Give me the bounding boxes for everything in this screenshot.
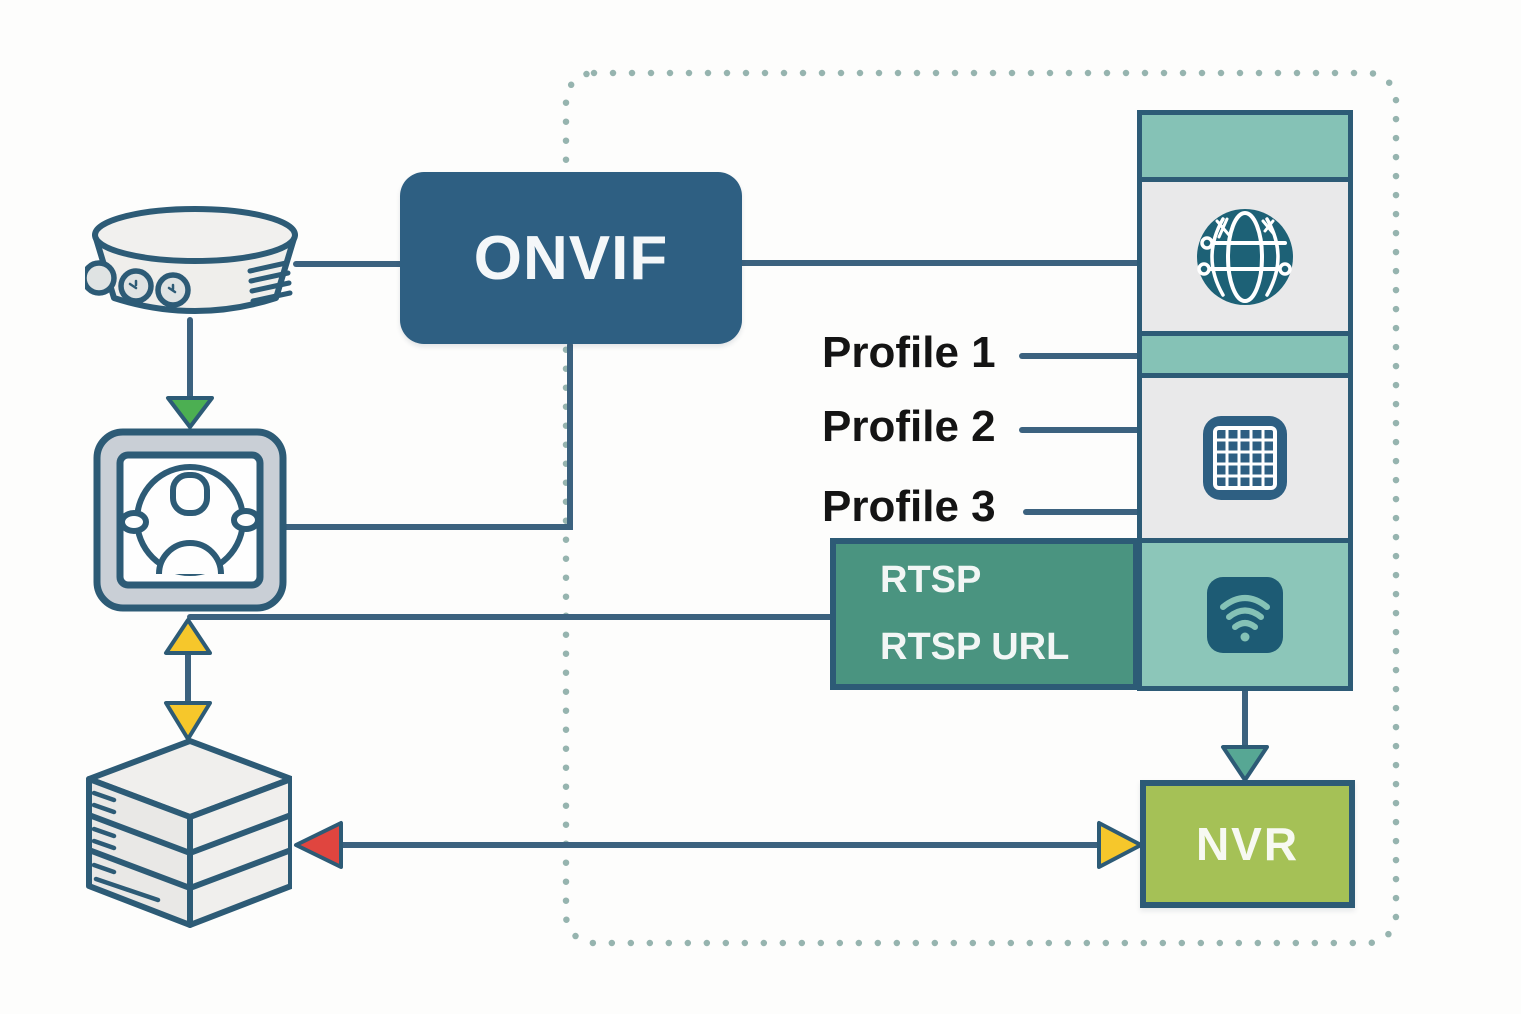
profile-3-label: Profile 3 [822, 482, 996, 531]
rtsp-node: RTSP RTSP URL [830, 538, 1139, 690]
column-grid-segment [1142, 373, 1348, 538]
green-down-arrowhead [166, 396, 214, 429]
onvif-label: ONVIF [473, 223, 669, 293]
nvr-label: NVR [1195, 818, 1300, 870]
column-network-segment [1142, 177, 1348, 331]
yellow-right-arrowhead [1097, 821, 1143, 869]
column-profile-band [1142, 331, 1348, 373]
grid-icon [1203, 416, 1287, 500]
video-analytics-icon [93, 428, 287, 612]
profile-1-label: Profile 1 [822, 328, 996, 377]
rtsp-title: RTSP [880, 559, 982, 601]
red-left-arrowhead [294, 821, 343, 869]
rtsp-url-label: RTSP URL [880, 626, 1070, 668]
multi-lens-camera-icon [85, 206, 298, 314]
server-stack-icon [86, 738, 292, 928]
yellow-down-arrowhead [164, 701, 212, 741]
yellow-up-arrowhead [164, 618, 212, 655]
line-onvif-to-monitor [282, 342, 573, 530]
column-top-band [1142, 115, 1348, 177]
teal-down-arrowhead [1221, 745, 1269, 782]
wifi-icon [1207, 576, 1283, 653]
device-feature-column [1137, 110, 1353, 691]
network-globe-icon [1197, 208, 1293, 305]
column-stream-segment [1142, 538, 1348, 686]
profile-2-label: Profile 2 [822, 402, 996, 451]
nvr-node: NVR [1140, 780, 1355, 908]
onvif-node: ONVIF [400, 172, 742, 344]
